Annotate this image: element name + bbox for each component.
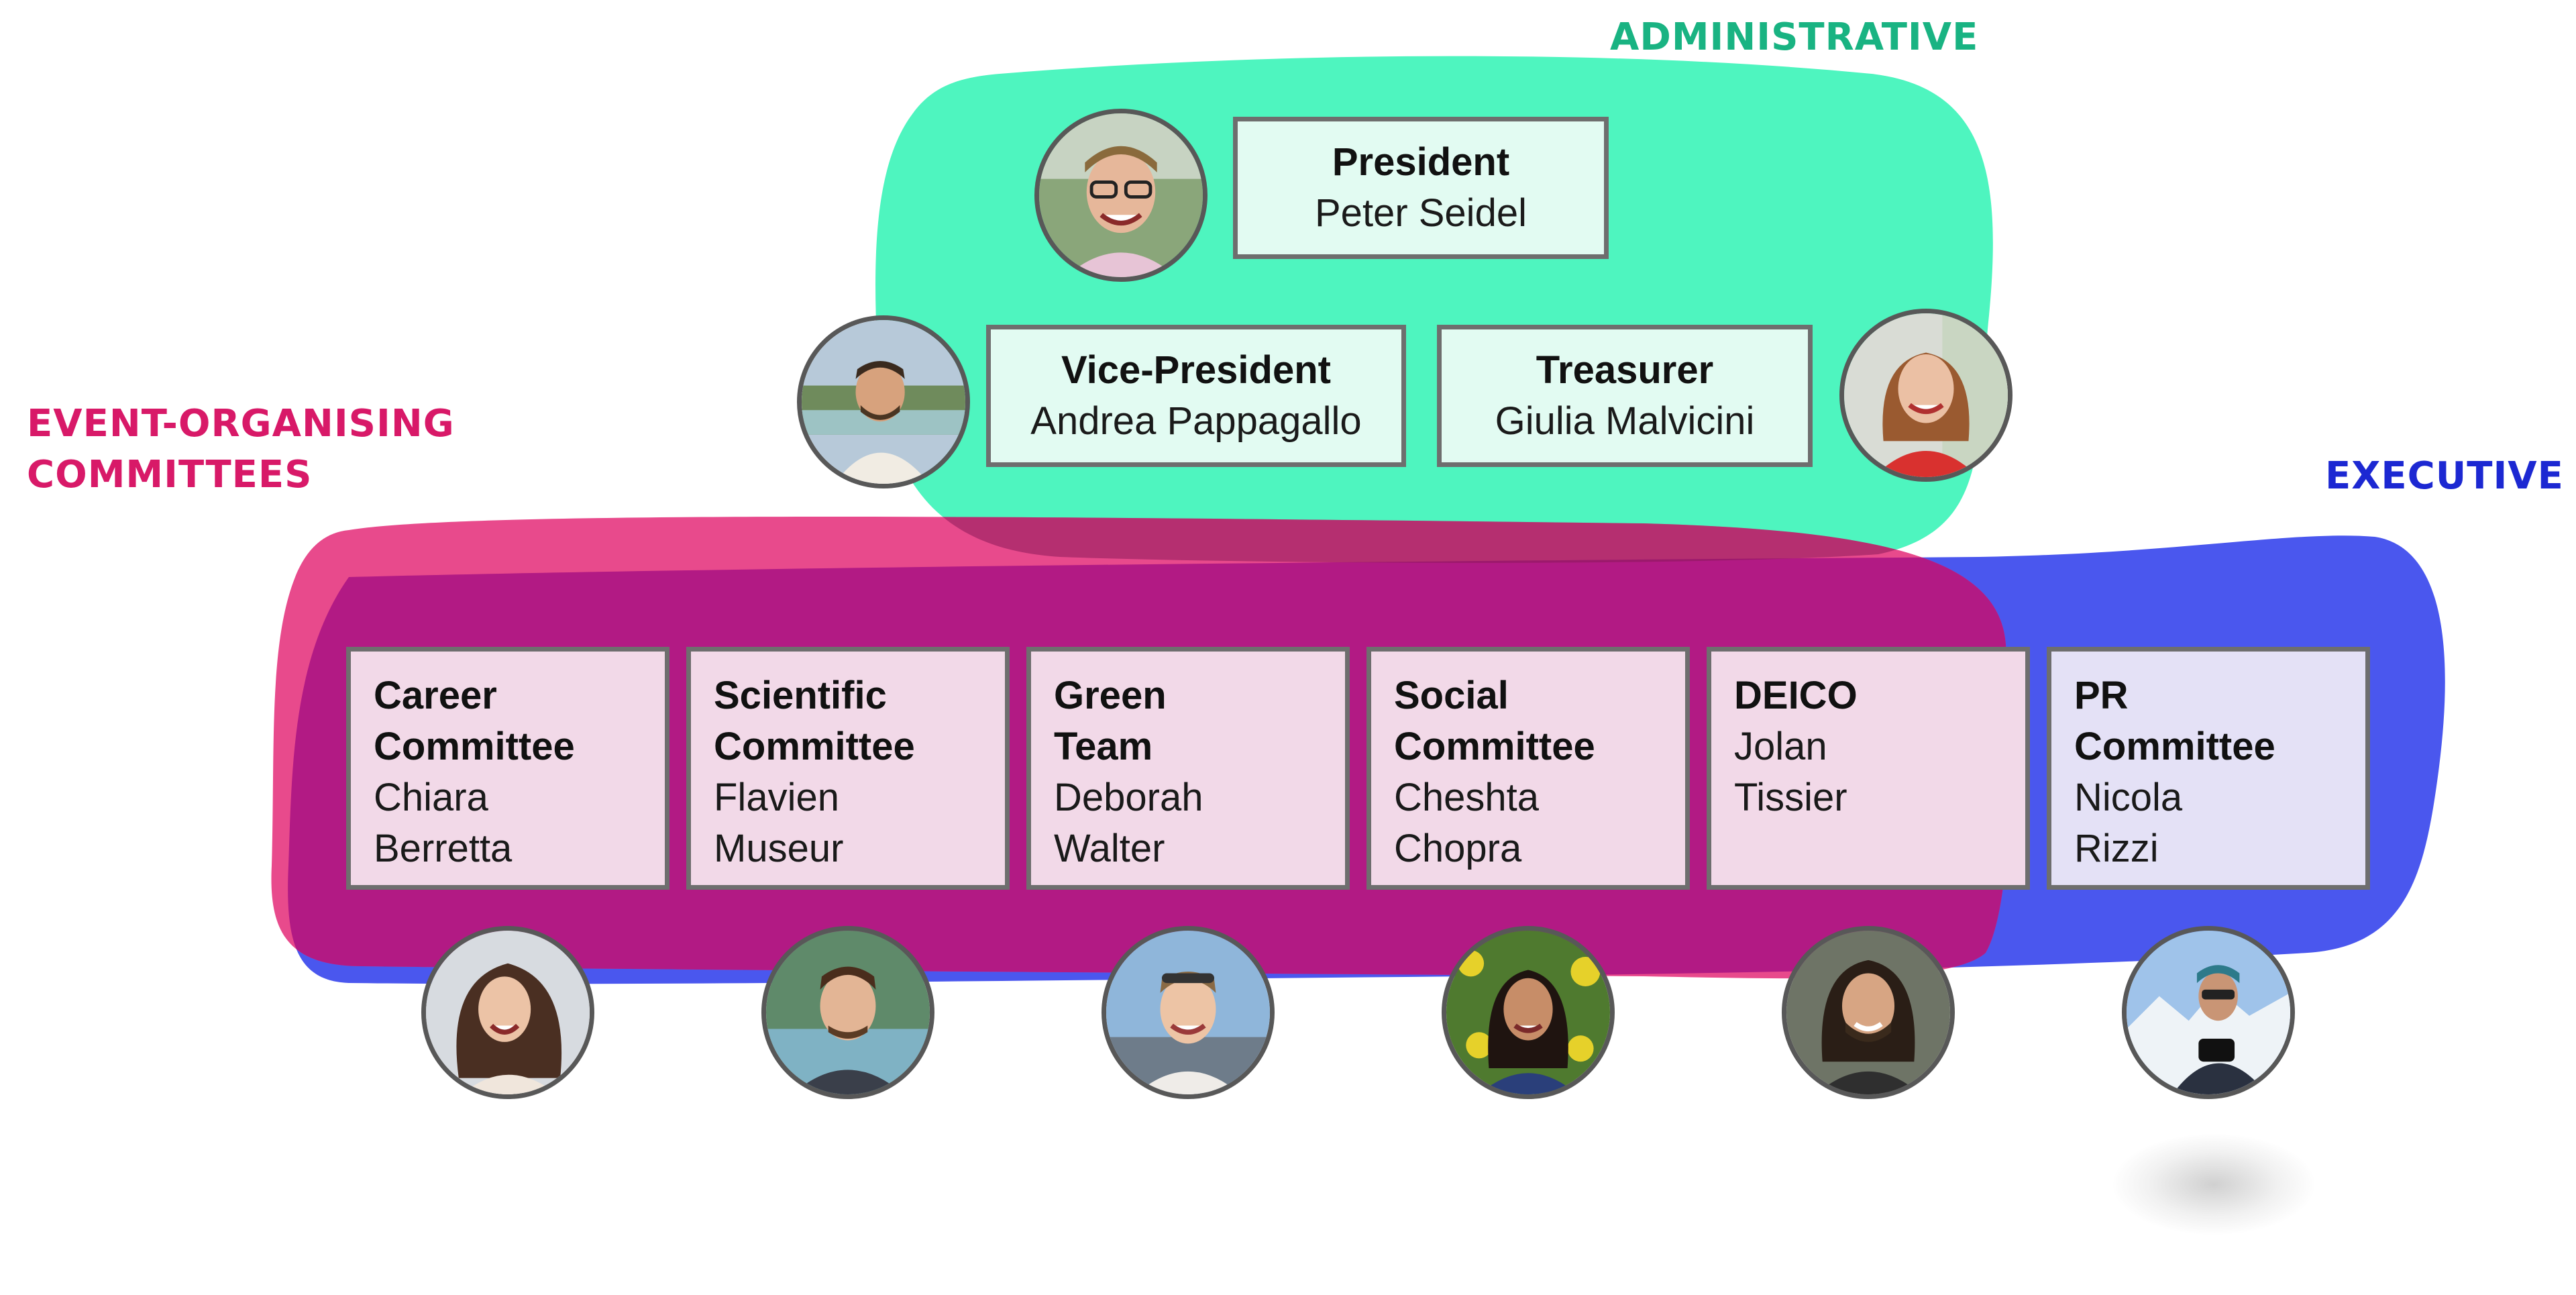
committee-avatar-deico [1782, 926, 1955, 1099]
vice-president-role: Vice-President [1061, 348, 1331, 392]
committee-role: Green Team [1054, 674, 1167, 768]
committee-member-name: Flavien Museur [714, 776, 844, 870]
committee-member-name: Nicola Rizzi [2074, 776, 2183, 870]
committee-card-pr: PR Committee Nicola Rizzi [2047, 647, 2370, 890]
committee-avatar-green-team [1102, 926, 1275, 1099]
president-name: Peter Seidel [1315, 191, 1527, 235]
committee-role: Social Committee [1394, 674, 1595, 768]
president-card: President Peter Seidel [1233, 117, 1609, 259]
treasurer-card: Treasurer Giulia Malvicini [1437, 325, 1813, 467]
committee-member-name: Cheshta Chopra [1394, 776, 1540, 870]
vice-president-card: Vice-President Andrea Pappagallo [986, 325, 1406, 467]
person-photo-icon [1446, 931, 1610, 1094]
committee-avatar-social [1442, 926, 1615, 1099]
executive-label: EXECUTIVE [2325, 454, 2564, 498]
person-photo-icon [1039, 113, 1203, 277]
committee-role: PR Committee [2074, 674, 2275, 768]
shadow-spot [2113, 1134, 2314, 1235]
committee-card-social: Social Committee Cheshta Chopra [1366, 647, 1690, 890]
person-photo-icon [766, 931, 930, 1094]
committee-role: Career Committee [374, 674, 575, 768]
vice-president-name: Andrea Pappagallo [1030, 399, 1362, 443]
person-photo-icon [426, 931, 590, 1094]
committee-avatar-career [421, 926, 594, 1099]
committee-member-name: Deborah Walter [1054, 776, 1203, 870]
treasurer-name: Giulia Malvicini [1495, 399, 1755, 443]
person-photo-icon [2127, 931, 2290, 1094]
committee-avatar-pr [2122, 926, 2295, 1099]
committee-member-name: Jolan Tissier [1734, 725, 1847, 819]
committee-card-green-team: Green Team Deborah Walter [1026, 647, 1350, 890]
event-organising-label: EVENT-ORGANISING COMMITTEES [27, 402, 455, 497]
committee-card-scientific: Scientific Committee Flavien Museur [686, 647, 1010, 890]
committee-avatar-scientific [761, 926, 934, 1099]
person-photo-icon [1106, 931, 1270, 1094]
treasurer-avatar [1839, 309, 2012, 482]
person-photo-icon [1786, 931, 1950, 1094]
person-photo-icon [802, 320, 965, 484]
president-avatar [1034, 109, 1208, 282]
administrative-label: ADMINISTRATIVE [1610, 15, 1979, 59]
vice-president-avatar [797, 315, 970, 488]
committee-role: Scientific Committee [714, 674, 915, 768]
committee-card-deico: DEICO Jolan Tissier [1707, 647, 2030, 890]
person-photo-icon [1844, 313, 2008, 477]
committee-member-name: Chiara Berretta [374, 776, 513, 870]
committee-role: DEICO [1734, 674, 1858, 717]
treasurer-role: Treasurer [1536, 348, 1714, 392]
committee-card-career: Career Committee Chiara Berretta [346, 647, 669, 890]
president-role: President [1332, 140, 1510, 184]
